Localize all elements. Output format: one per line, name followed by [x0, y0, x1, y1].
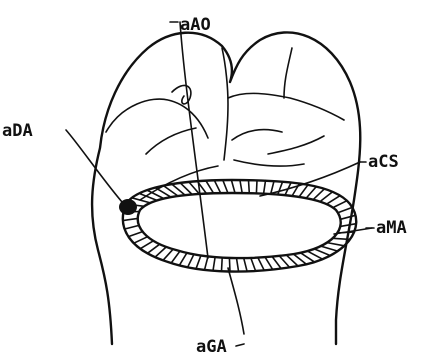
- label-aGA: aGA: [196, 337, 227, 357]
- hatch-stroke: [237, 258, 239, 272]
- hatch-stroke: [264, 181, 266, 194]
- hatch-stroke: [214, 180, 220, 193]
- label-aAO: aAO: [180, 15, 211, 35]
- right-cusp-ridge: [228, 93, 344, 120]
- hatch-stroke: [148, 244, 160, 253]
- hatch-stroke: [244, 258, 247, 271]
- hatch-stroke: [321, 246, 338, 251]
- hatch-stroke: [231, 180, 235, 193]
- label-aDA: aDA: [2, 121, 33, 141]
- hatch-stroke: [272, 257, 281, 269]
- hatch-stroke: [179, 253, 187, 266]
- hatch-stroke: [338, 207, 353, 212]
- leader-aDA: [66, 130, 122, 202]
- hatch-stroke: [123, 218, 138, 220]
- hatch-stroke: [128, 232, 142, 237]
- hatch-stroke: [278, 182, 283, 195]
- cusp-ridge-2: [146, 128, 196, 154]
- leader-aCS: [260, 162, 360, 196]
- hatch-stroke: [125, 225, 139, 229]
- tick-aGA: [236, 344, 244, 346]
- central-fissure: [222, 48, 228, 160]
- hatch-stroke: [299, 185, 308, 197]
- cusp-ridge-3: [232, 130, 282, 140]
- hatch-stroke: [134, 237, 148, 244]
- hatch-stroke: [249, 180, 250, 193]
- hatch-stroke: [163, 249, 173, 260]
- cusp-ridge-6: [234, 160, 304, 166]
- hatch-stroke: [258, 258, 264, 271]
- hatch-stroke: [251, 258, 256, 271]
- hatch-stroke: [223, 180, 228, 193]
- hatch-stroke: [213, 257, 215, 271]
- label-aMA: aMA: [376, 218, 407, 238]
- hatch-stroke: [265, 257, 273, 269]
- hatch-stroke: [240, 180, 242, 193]
- cusp-ridge-1: [284, 48, 292, 98]
- hatch-stroke: [196, 256, 201, 269]
- hatch-stroke: [140, 241, 153, 249]
- label-aCS: aCS: [368, 152, 399, 172]
- probe-line-aAO: [180, 22, 208, 258]
- hatch-stroke: [327, 243, 344, 246]
- hatch-stroke: [313, 189, 324, 200]
- hatch-stroke: [171, 251, 180, 263]
- hatch-stroke: [340, 215, 355, 219]
- cusp-ridge-4: [268, 136, 324, 154]
- hatch-stroke: [188, 254, 194, 267]
- hatch-stroke: [222, 258, 223, 272]
- hatch-stroke: [256, 180, 257, 193]
- hatch-stroke: [333, 201, 347, 208]
- hatch-stroke: [333, 238, 350, 239]
- leader-aGA: [228, 268, 244, 334]
- hatch-stroke: [314, 249, 330, 256]
- hatch-stroke: [320, 192, 333, 202]
- hatch-stroke: [306, 187, 316, 199]
- hatch-stroke: [206, 181, 214, 194]
- hatch-stroke: [155, 247, 166, 257]
- hatch-stroke: [327, 196, 341, 205]
- hatch-stroke: [340, 224, 356, 227]
- cavity-inner-ring: [138, 193, 341, 258]
- hatch-stroke: [229, 258, 230, 272]
